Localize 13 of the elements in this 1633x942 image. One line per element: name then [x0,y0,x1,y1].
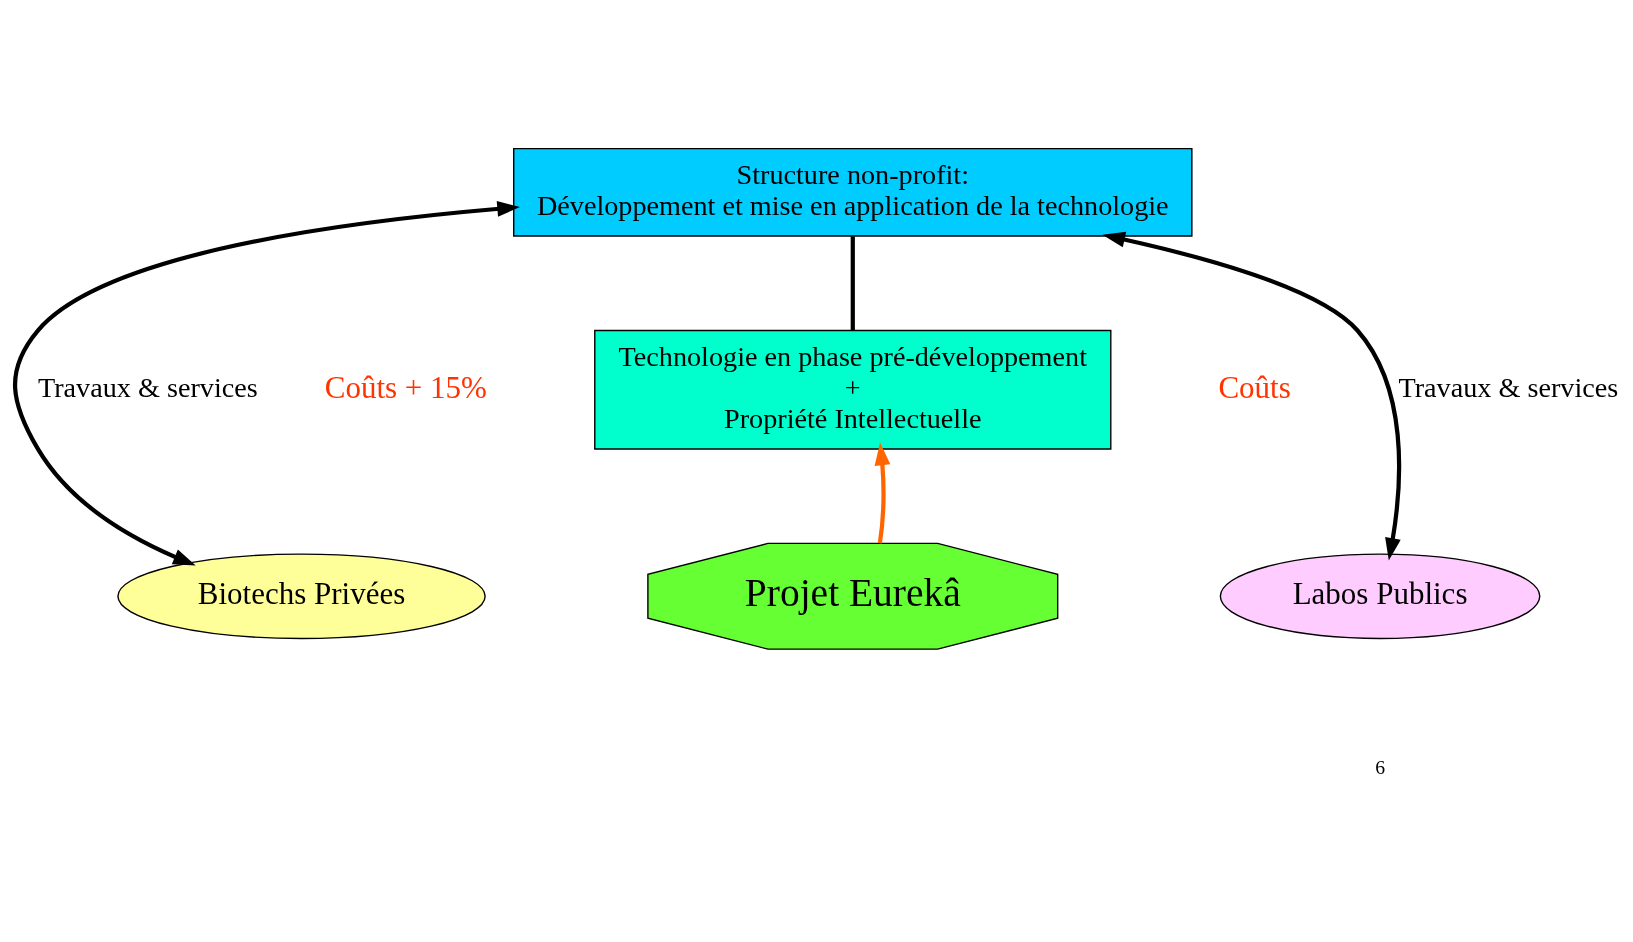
node-box: Structure non-profit: Développement et mise en application de la technologie [513,147,1193,237]
arrow [13,200,520,565]
node-ellipse: Biotechs Privées [117,552,486,639]
connector [850,235,855,330]
edge-label: Travaux & services [37,371,258,403]
edge-label: Travaux & services [1398,371,1619,403]
label: 6 [1375,755,1385,778]
node-ellipse: Labos Publics [1219,552,1541,639]
arrow [1102,231,1402,561]
arrow [874,442,891,543]
node-box: Technologie en phase pré-développement + Propriété Intellectuelle [594,329,1112,450]
label: Coûts + 15% [324,369,487,405]
label: Coûts [1218,369,1291,405]
